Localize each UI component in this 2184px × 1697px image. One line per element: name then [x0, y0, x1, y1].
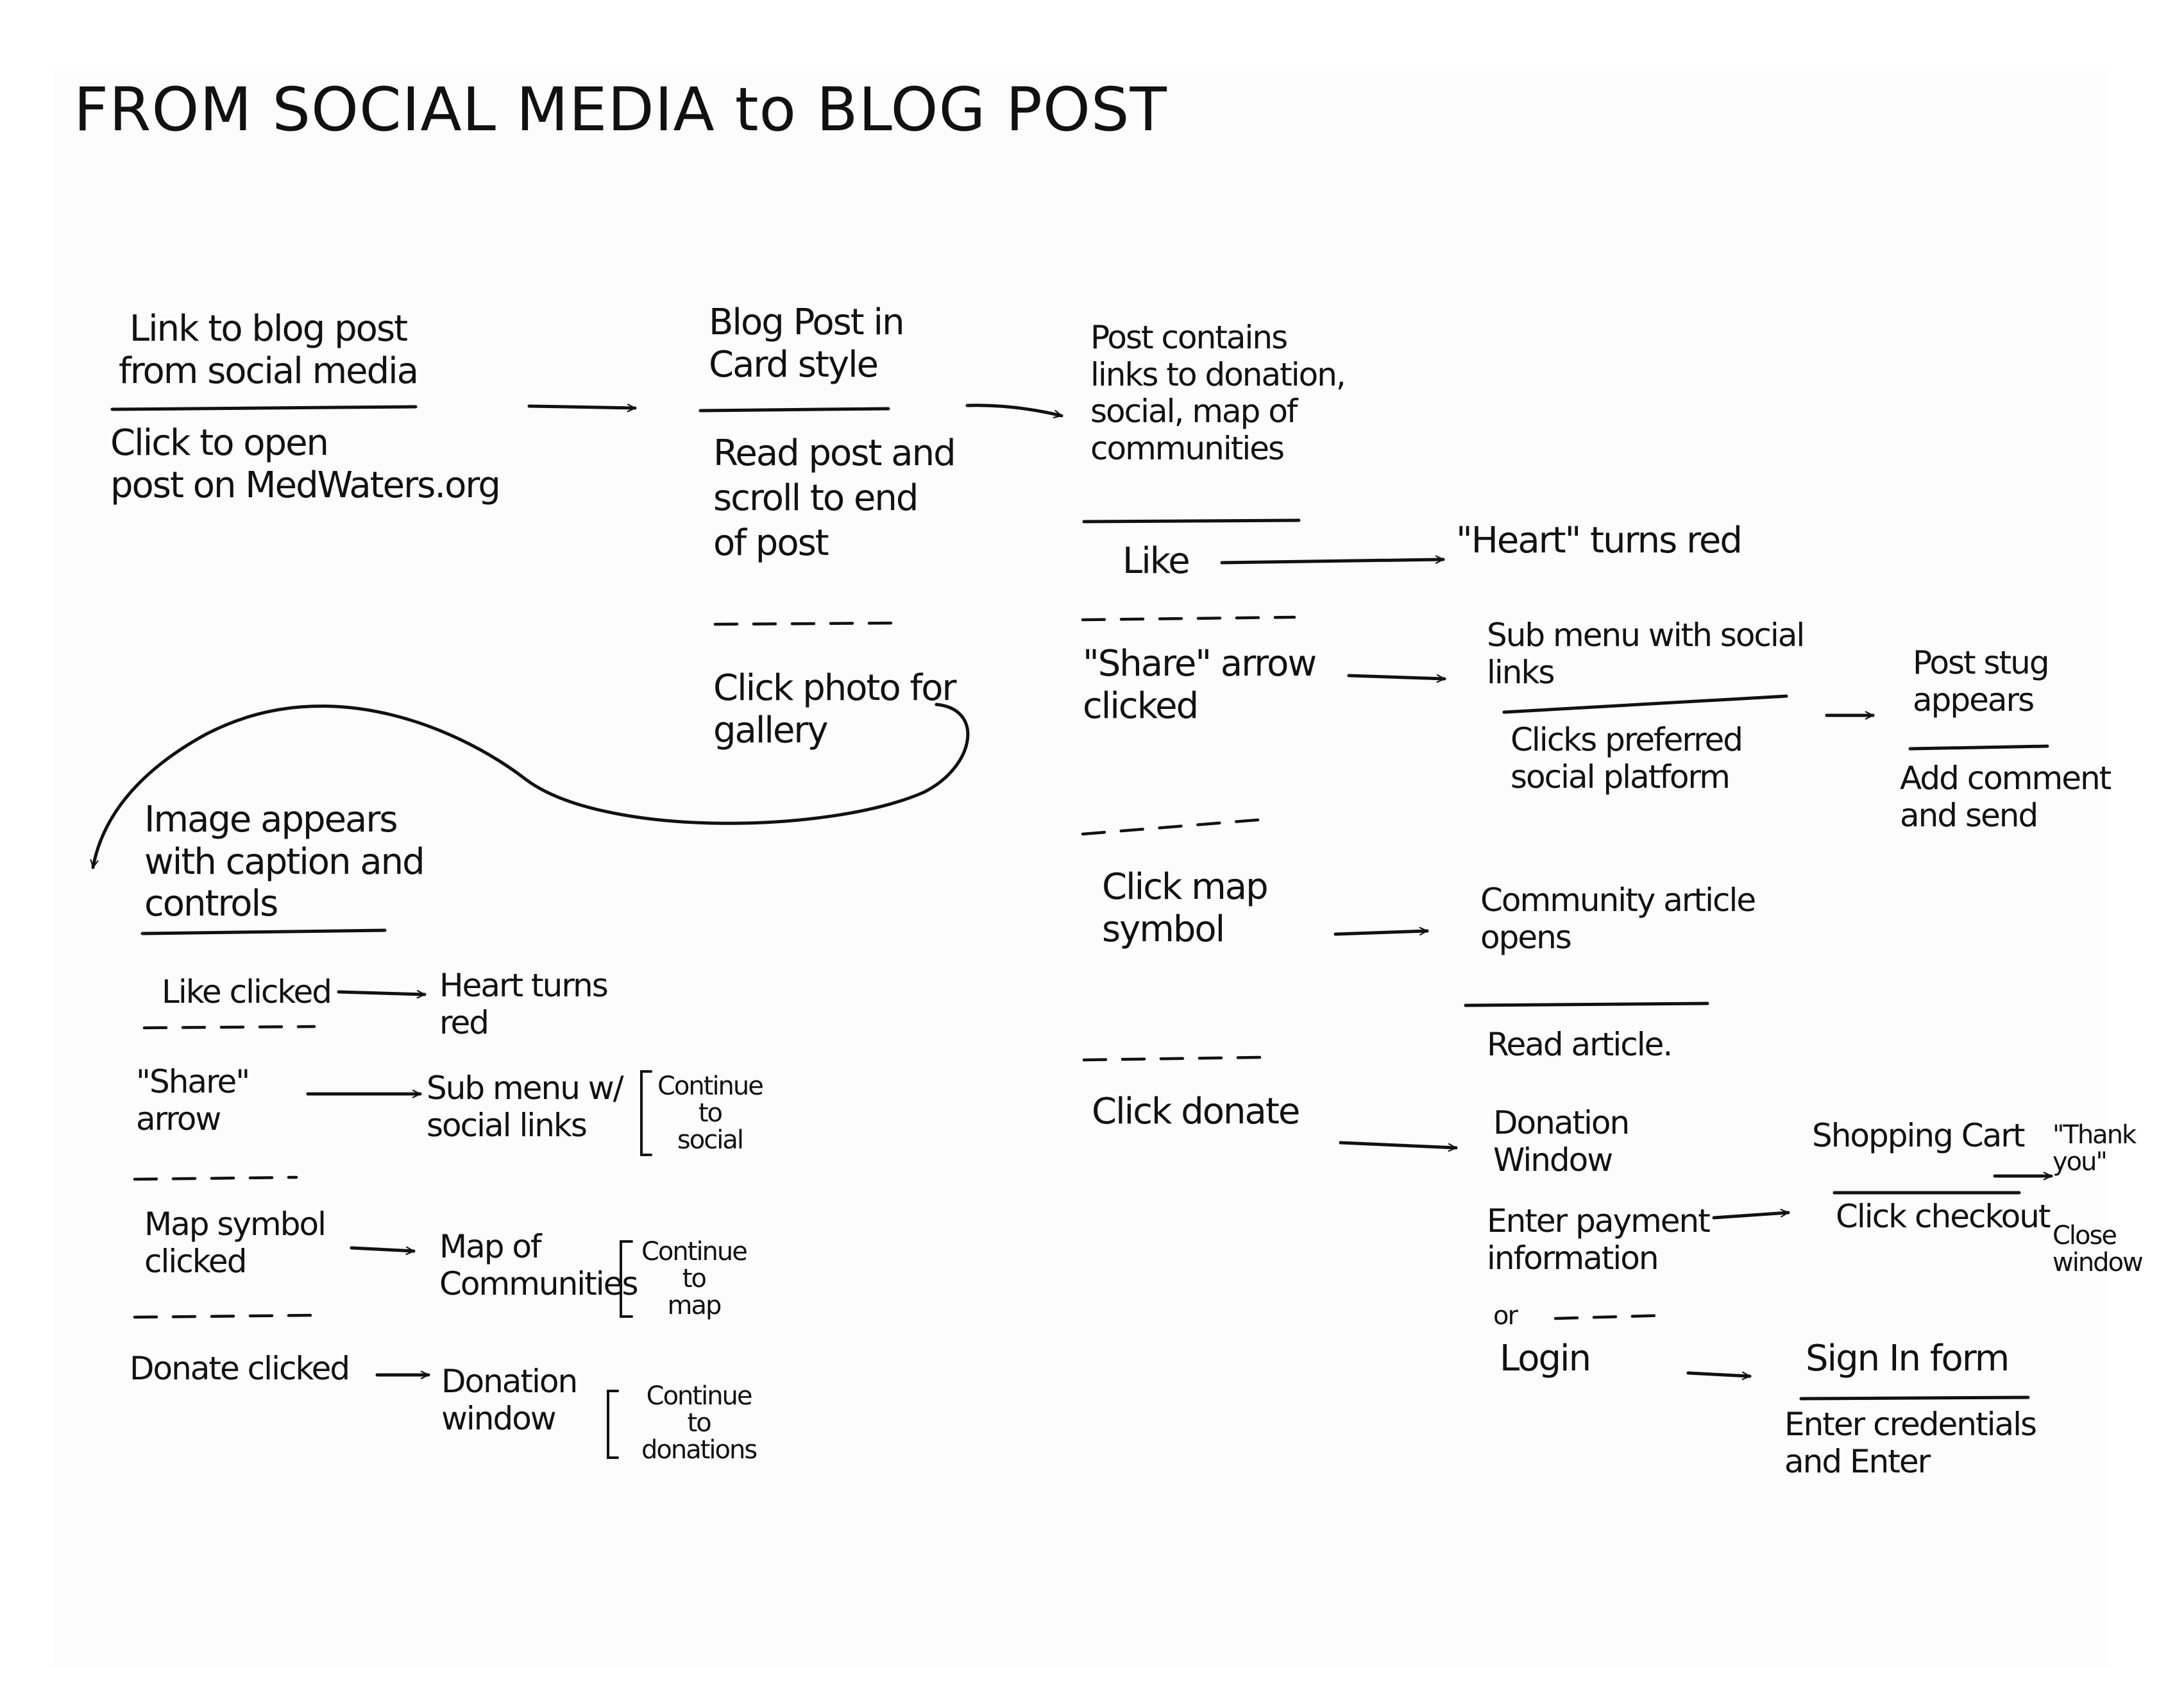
node-submenu-action: Clicks preferred social platform [1511, 721, 1743, 796]
dash-g-share [133, 1175, 298, 1181]
arrow-like [1220, 555, 1445, 565]
bracket-social [640, 1070, 652, 1156]
dash-g-map [133, 1313, 315, 1319]
dash-or [1553, 1313, 1670, 1320]
node-login: Login [1500, 1338, 1591, 1379]
gallery-map-clicked: Map symbol clicked [144, 1206, 326, 1280]
diagram-title: FROM SOCIAL MEDIA to BLOG POST [74, 75, 1167, 145]
node-post-links: Post contains links to donation, social,… [1090, 319, 1346, 467]
curved-arrow-to-gallery [90, 703, 970, 869]
arrow-login [1686, 1371, 1752, 1381]
arrow-g-map [350, 1246, 416, 1256]
node-sign-in-action: Enter credentials and Enter [1784, 1406, 2037, 1480]
dash-after-map [1082, 1055, 1262, 1062]
gallery-continue-social: Continue to social [657, 1071, 764, 1155]
node-shopping-cart: Shopping Cart [1812, 1117, 2025, 1154]
dash-after-share [1081, 817, 1275, 836]
node-blog-card: Blog Post in Card style [709, 302, 905, 386]
node-sign-in: Sign In form [1806, 1338, 2010, 1379]
arrow-to-blog-card [527, 404, 637, 413]
divider-community [1464, 1002, 1709, 1007]
option-click-map: Click map symbol [1102, 866, 1269, 950]
divider-social-link [110, 405, 418, 411]
dash-g-like [142, 1025, 316, 1030]
gallery-continue-donation: Continue to donations [641, 1381, 758, 1465]
divider-post-links [1082, 518, 1301, 524]
option-click-donate: Click donate [1092, 1091, 1300, 1132]
node-post-stug-action: Add comment and send [1900, 760, 2112, 834]
divider-submenu [1502, 694, 1788, 714]
arrow-g-like [337, 990, 427, 999]
option-like: Like [1122, 540, 1190, 582]
node-post-stug: Post stug appears [1913, 644, 2050, 719]
node-submenu-social: Sub menu with social links [1487, 617, 1805, 691]
gallery-donate-clicked: Donate clicked [130, 1350, 350, 1387]
node-thank-you: "Thank you" [2053, 1120, 2137, 1177]
gallery-share-arrow: "Share" arrow [136, 1063, 250, 1138]
scanned-sheet [53, 71, 2108, 1668]
gallery-map-of-communities: Map of Communities [439, 1228, 638, 1302]
gallery-donation-window: Donation window [441, 1363, 578, 1437]
divider-blog-card [698, 407, 890, 413]
gallery-continue-map: Continue to map [641, 1237, 748, 1320]
arrow-payment-to-cart [1712, 1209, 1790, 1220]
dash-after-like [1081, 615, 1296, 622]
node-blog-card-action: Read post and scroll to end of post [713, 432, 956, 564]
bracket-donation [607, 1390, 619, 1459]
node-donation-action: Enter payment information [1487, 1202, 1711, 1277]
option-share-arrow: "Share" arrow clicked [1083, 643, 1317, 727]
node-donation-window: Donation Window [1493, 1104, 1630, 1179]
divider-gallery [140, 928, 387, 935]
node-gallery-image: Image appears with caption and controls [144, 799, 425, 925]
node-community-article: Community article opens [1480, 882, 1756, 956]
label-or: or [1493, 1301, 1518, 1331]
arrow-to-post-links [965, 404, 1063, 418]
node-social-link: Link to blog post from social media [119, 308, 419, 392]
dash-blog-card [713, 621, 908, 626]
node-close-window: Close window [2053, 1221, 2144, 1277]
gallery-submenu: Sub menu w/ social links [427, 1070, 624, 1144]
result-heart-red: "Heart" turns red [1456, 520, 1743, 561]
gallery-like-clicked: Like clicked [162, 973, 332, 1011]
arrow-donate [1339, 1141, 1458, 1152]
node-cart-action: Click checkout [1836, 1198, 2051, 1235]
divider-sign-in [1799, 1395, 2030, 1401]
divider-post-stug [1908, 744, 2049, 751]
arrow-map [1333, 926, 1429, 936]
node-community-action: Read article. [1487, 1026, 1673, 1063]
arrow-share [1347, 674, 1446, 683]
node-social-link-action: Click to open post on MedWaters.org [110, 422, 501, 506]
node-blog-gallery-action: Click photo for gallery [713, 667, 957, 751]
gallery-heart-turns-red: Heart turns red [439, 967, 609, 1041]
bracket-map [620, 1240, 633, 1318]
